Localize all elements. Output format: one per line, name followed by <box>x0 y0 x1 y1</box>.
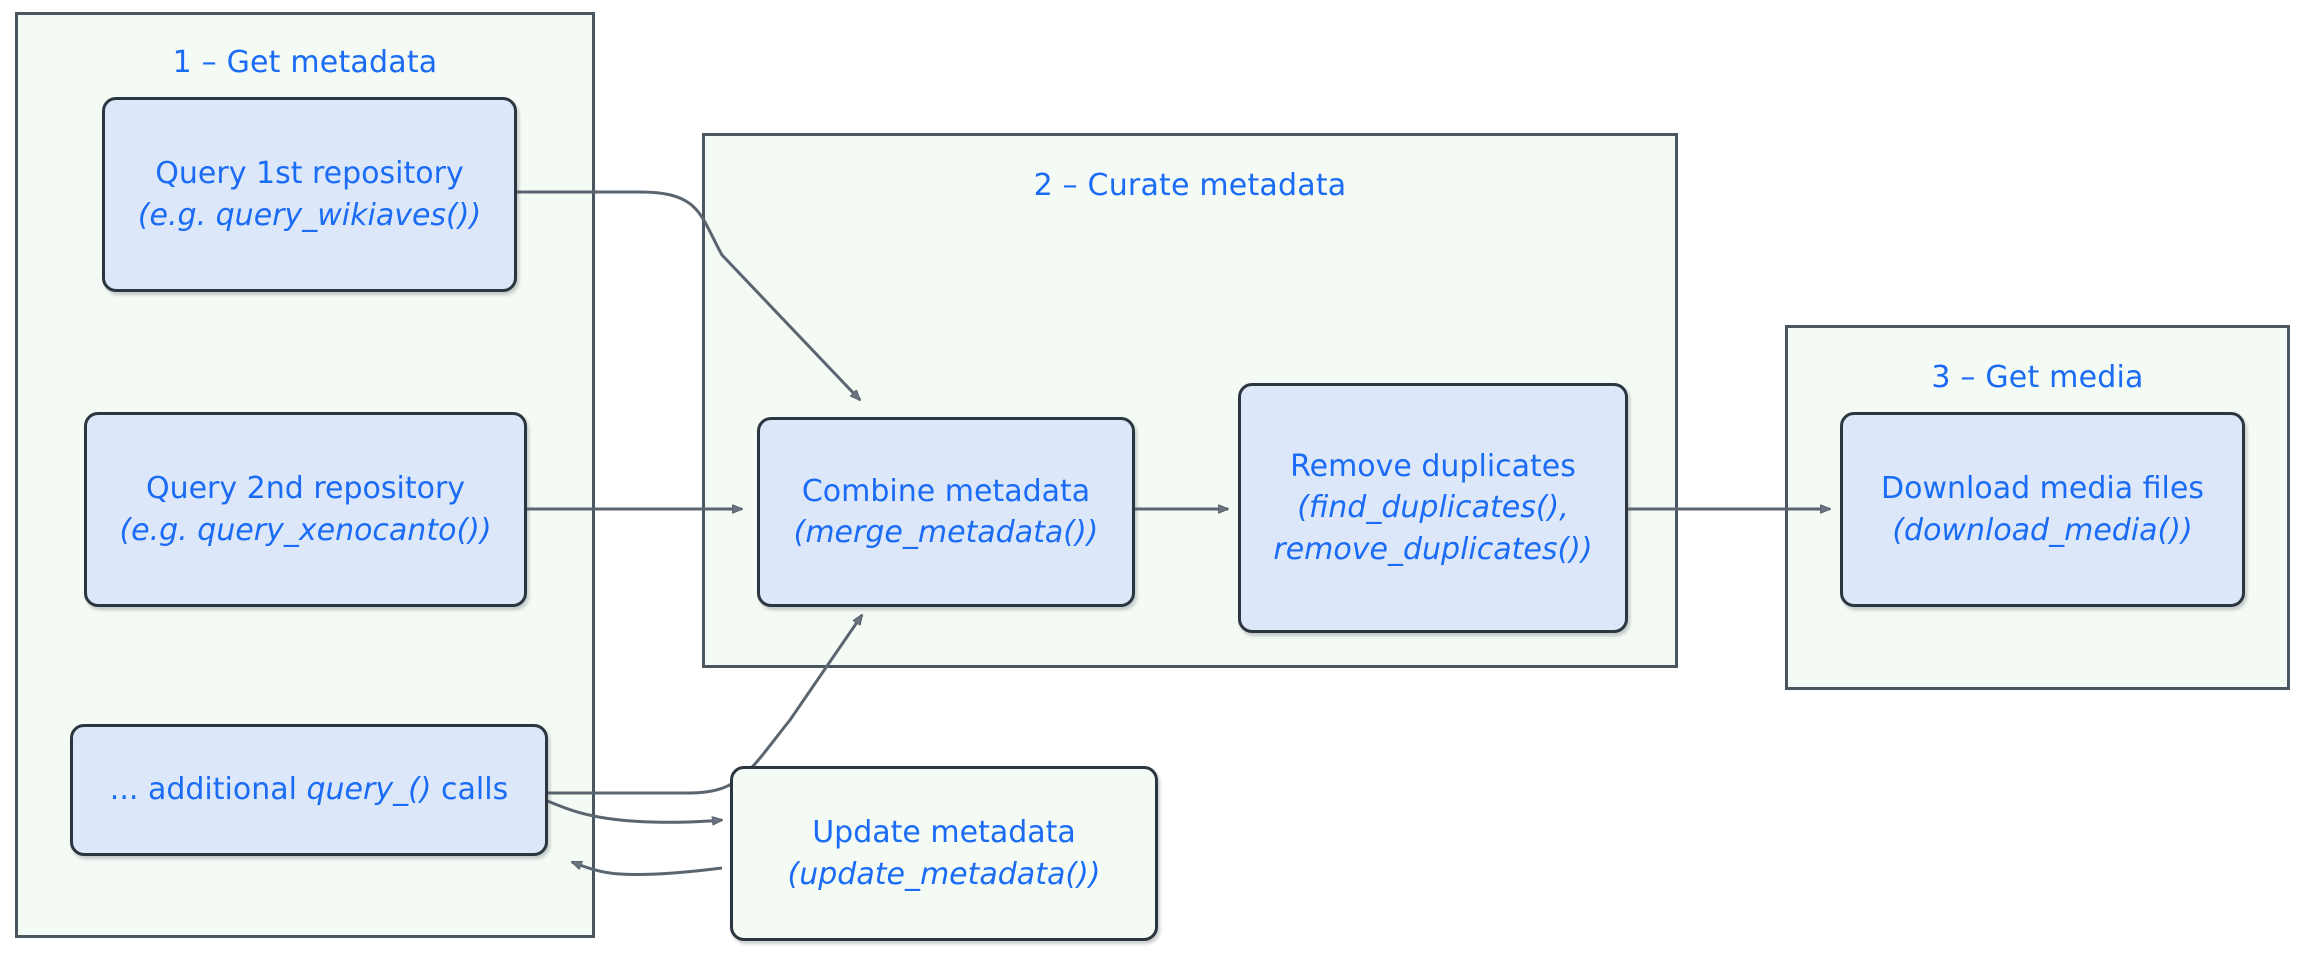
node-update-metadata[interactable]: Update metadata (update_metadata()) <box>730 766 1158 941</box>
group-get-metadata-title: 1 – Get metadata <box>172 45 438 80</box>
node-query-1st-repository[interactable]: Query 1st repository (e.g. query_wikiave… <box>102 97 517 292</box>
node-additional-query-calls-italic: query_() <box>306 772 432 808</box>
node-download-media-files-line1: Download media files <box>1881 471 2204 507</box>
node-query-2nd-repository-line2: (e.g. query_xenocanto()) <box>119 512 492 548</box>
group-get-media-title: 3 – Get media <box>1931 360 2144 395</box>
node-query-2nd-repository-line1: Query 2nd repository <box>145 471 466 507</box>
node-query-1st-repository-line1: Query 1st repository <box>155 156 464 192</box>
node-query-1st-repository-line2: (e.g. query_wikiaves()) <box>137 197 482 233</box>
node-remove-duplicates-line1: Remove duplicates <box>1290 448 1576 484</box>
group-curate-metadata-title: 2 – Curate metadata <box>1033 168 1347 203</box>
node-combine-metadata-line1: Combine metadata <box>801 473 1091 509</box>
node-additional-query-calls-prefix: ... additional <box>109 772 307 808</box>
node-update-metadata-line1: Update metadata <box>812 815 1076 851</box>
node-remove-duplicates-line2: (find_duplicates(), <box>1297 490 1569 526</box>
node-download-media-files-line2: (download_media()) <box>1892 512 2193 548</box>
node-query-2nd-repository[interactable]: Query 2nd repository (e.g. query_xenocan… <box>84 412 527 607</box>
node-additional-query-calls[interactable]: ... additional query_() calls <box>70 724 548 856</box>
node-download-media-files[interactable]: Download media files (download_media()) <box>1840 412 2245 607</box>
node-combine-metadata[interactable]: Combine metadata (merge_metadata()) <box>757 417 1135 607</box>
node-update-metadata-line2: (update_metadata()) <box>787 856 1101 892</box>
node-remove-duplicates[interactable]: Remove duplicates (find_duplicates(), re… <box>1238 383 1628 633</box>
node-remove-duplicates-line3: remove_duplicates()) <box>1273 531 1593 567</box>
node-additional-query-calls-suffix: calls <box>431 772 509 808</box>
node-combine-metadata-line2: (merge_metadata()) <box>793 515 1099 550</box>
node-additional-query-calls-text: ... additional query_() calls <box>110 769 508 810</box>
